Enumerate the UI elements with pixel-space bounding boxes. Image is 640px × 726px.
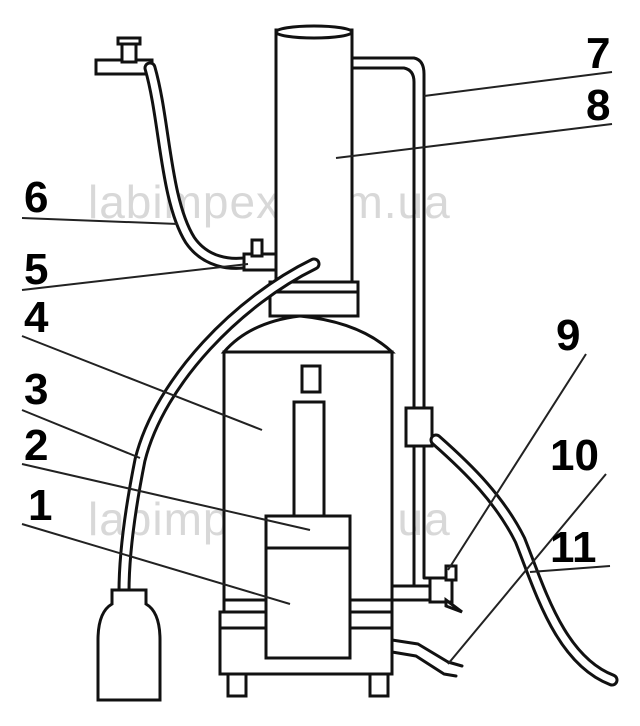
inlet-valve xyxy=(242,238,278,272)
overflow-pipe xyxy=(390,638,464,668)
label-3: 3 xyxy=(24,365,48,414)
watermark-top: labimpex.com.ua xyxy=(88,176,451,228)
label-9: 9 xyxy=(556,311,580,360)
label-2: 2 xyxy=(24,421,48,470)
label-10: 10 xyxy=(550,431,599,480)
heater-block xyxy=(264,514,352,660)
label-6: 6 xyxy=(24,173,48,222)
collection-bottle xyxy=(96,588,162,702)
inner-tube xyxy=(292,400,326,518)
outlet-pipe xyxy=(350,56,426,412)
label-8: 8 xyxy=(586,81,610,130)
label-5: 5 xyxy=(24,245,48,294)
label-4: 4 xyxy=(24,293,49,342)
condenser-column xyxy=(268,24,360,318)
pipe-connector xyxy=(404,406,434,448)
label-1: 1 xyxy=(28,481,52,530)
label-11: 11 xyxy=(550,523,597,572)
inner-nozzle xyxy=(300,364,322,394)
label-7: 7 xyxy=(586,29,610,78)
drain-valve xyxy=(390,564,463,614)
leader-lines xyxy=(21,71,613,665)
